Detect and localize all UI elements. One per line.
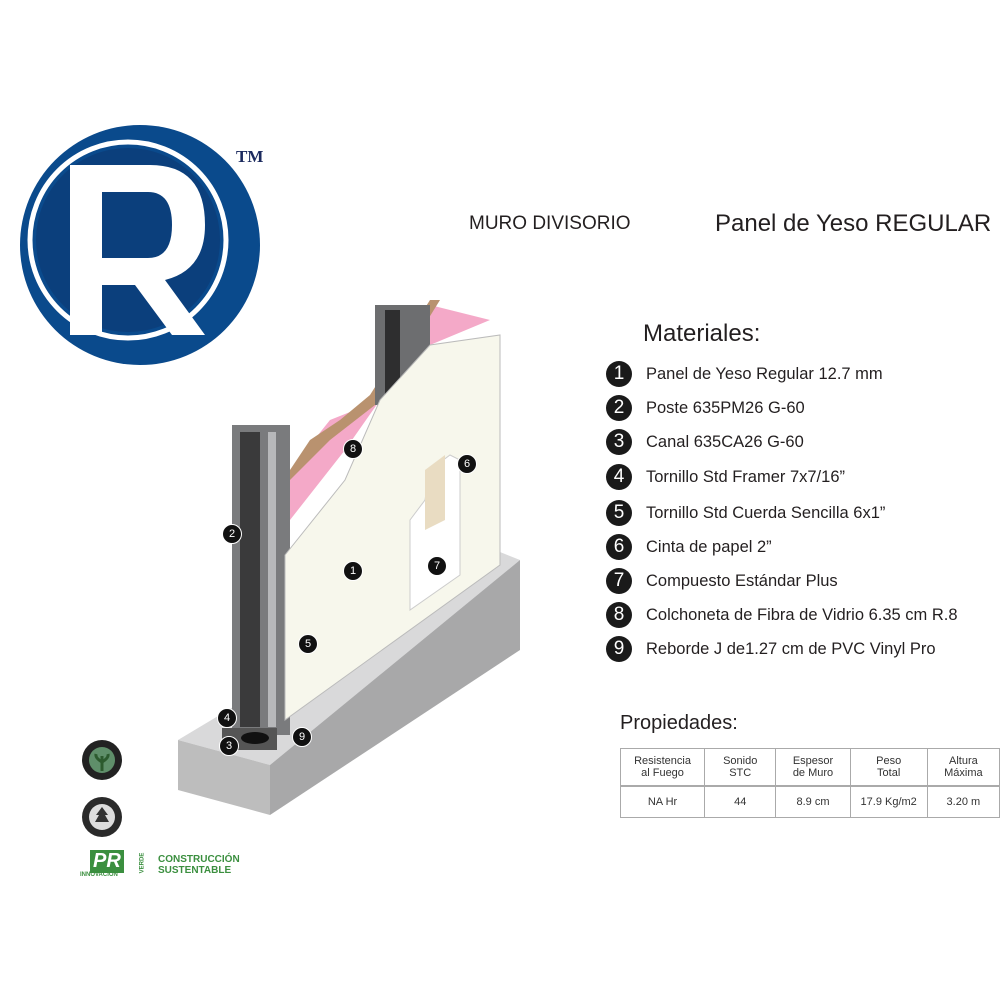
pr-sub-text: INNOVACIÓN bbox=[80, 872, 118, 878]
material-item: 9 Reborde J de1.27 cm de PVC Vinyl Pro bbox=[606, 635, 936, 663]
material-label: Reborde J de1.27 cm de PVC Vinyl Pro bbox=[646, 639, 936, 658]
table-cell: 44 bbox=[704, 785, 777, 818]
material-item: 6 Cinta de papel 2” bbox=[606, 533, 772, 561]
material-item: 2 Poste 635PM26 G-60 bbox=[606, 394, 805, 422]
material-label: Poste 635PM26 G-60 bbox=[646, 398, 805, 417]
material-label: Tornillo Std Framer 7x7/16” bbox=[646, 467, 845, 486]
number-badge: 6 bbox=[606, 534, 632, 560]
table-cell: 8.9 cm bbox=[775, 785, 851, 818]
sustainable-line-1: CONSTRUCCIÓN bbox=[158, 854, 240, 865]
pr-verde-logo: PR VERDE INNOVACIÓN bbox=[80, 850, 156, 880]
wall-diagram bbox=[178, 300, 520, 815]
callout-8: 8 bbox=[343, 439, 363, 459]
table-cell: 3.20 m bbox=[926, 785, 1000, 818]
number-badge: 2 bbox=[606, 395, 632, 421]
callout-2: 2 bbox=[222, 524, 242, 544]
material-label: Tornillo Std Cuerda Sencilla 6x1” bbox=[646, 503, 886, 522]
callout-1: 1 bbox=[343, 561, 363, 581]
callout-3: 3 bbox=[219, 736, 239, 756]
material-item: 1 Panel de Yeso Regular 12.7 mm bbox=[606, 360, 883, 388]
properties-heading: Propiedades: bbox=[620, 712, 738, 734]
callout-9: 9 bbox=[292, 727, 312, 747]
pr-side-text: VERDE bbox=[139, 852, 146, 874]
material-label: Compuesto Estándar Plus bbox=[646, 571, 838, 590]
number-badge: 4 bbox=[606, 464, 632, 490]
number-badge: 3 bbox=[606, 429, 632, 455]
subtitle: MURO DIVISORIO bbox=[469, 213, 631, 234]
table-cell: 17.9 Kg/m2 bbox=[849, 785, 928, 818]
callout-4: 4 bbox=[217, 708, 237, 728]
green-council-badge-icon bbox=[82, 740, 122, 780]
material-item: 7 Compuesto Estándar Plus bbox=[606, 567, 838, 595]
number-badge: 9 bbox=[606, 636, 632, 662]
material-item: 4 Tornillo Std Framer 7x7/16” bbox=[606, 463, 845, 491]
material-item: 8 Colchoneta de Fibra de Vidrio 6.35 cm R… bbox=[606, 601, 958, 629]
page-title: Panel de Yeso REGULAR bbox=[715, 210, 992, 237]
usgbc-member-badge-icon bbox=[82, 797, 122, 837]
callout-7: 7 bbox=[427, 556, 447, 576]
number-badge: 7 bbox=[606, 568, 632, 594]
materials-heading: Materiales: bbox=[643, 320, 761, 347]
r-logo bbox=[20, 125, 260, 365]
material-item: 5 Tornillo Std Cuerda Sencilla 6x1” bbox=[606, 499, 885, 527]
number-badge: 8 bbox=[606, 602, 632, 628]
material-label: Canal 635CA26 G-60 bbox=[646, 432, 804, 451]
material-item: 3 Canal 635CA26 G-60 bbox=[606, 428, 804, 456]
material-label: Colchoneta de Fibra de Vidrio 6.35 cm R.… bbox=[646, 605, 958, 624]
number-badge: 1 bbox=[606, 361, 632, 387]
table-cell: NA Hr bbox=[619, 785, 706, 818]
number-badge: 5 bbox=[606, 500, 632, 526]
trademark: TM bbox=[236, 147, 264, 166]
sustainable-line-2: SUSTENTABLE bbox=[158, 865, 232, 876]
callout-5: 5 bbox=[298, 634, 318, 654]
callout-6: 6 bbox=[457, 454, 477, 474]
pr-mark: PR bbox=[90, 850, 124, 873]
material-label: Panel de Yeso Regular 12.7 mm bbox=[646, 364, 883, 383]
material-label: Cinta de papel 2” bbox=[646, 537, 772, 556]
